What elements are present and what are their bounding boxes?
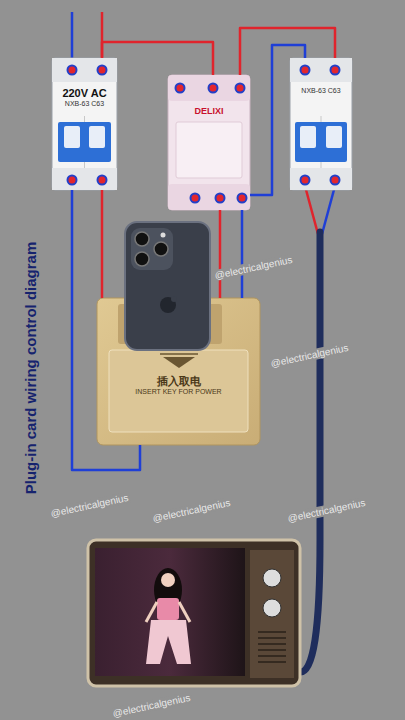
wire [250, 45, 305, 195]
feed-wire [71, 12, 74, 62]
rating-label: 220V AC [62, 87, 106, 100]
output-wire [305, 186, 318, 234]
wire [240, 28, 335, 75]
title: Plug-in card wiring control diagram [22, 242, 39, 495]
television [88, 540, 300, 686]
watermark: @electricalgenius [268, 341, 352, 369]
card-switch: 插入取电INSERT KEY FOR POWER [97, 298, 260, 445]
switch-label: 插入取电 [157, 375, 201, 388]
wire [102, 42, 213, 75]
phone [125, 222, 210, 350]
wire [219, 210, 222, 298]
breaker-body [290, 58, 352, 190]
circuit-breaker: 220V ACNXB-63 C63 [52, 58, 117, 190]
wire [241, 210, 244, 298]
watermark: @electricalgenius [110, 691, 194, 719]
output-wire [322, 186, 335, 234]
circuit-breaker: NXB-63 C63 [290, 58, 352, 190]
watermark: @electricalgenius [212, 253, 296, 281]
model-label: NXB-63 C63 [301, 87, 340, 95]
watermark: @electricalgenius [285, 496, 369, 524]
model-label: NXB-63 C63 [65, 100, 104, 108]
contactor-body [168, 75, 250, 210]
brand-label: DELIXI [194, 106, 223, 116]
watermark: @electricalgenius [48, 491, 132, 519]
wire [72, 190, 140, 470]
watermark: @electricalgenius [150, 496, 234, 524]
breaker-body [52, 58, 117, 190]
switch-label: INSERT KEY FOR POWER [135, 388, 221, 396]
wire [101, 190, 104, 298]
contactor: DELIXI [168, 75, 250, 210]
power-cable [300, 232, 320, 672]
